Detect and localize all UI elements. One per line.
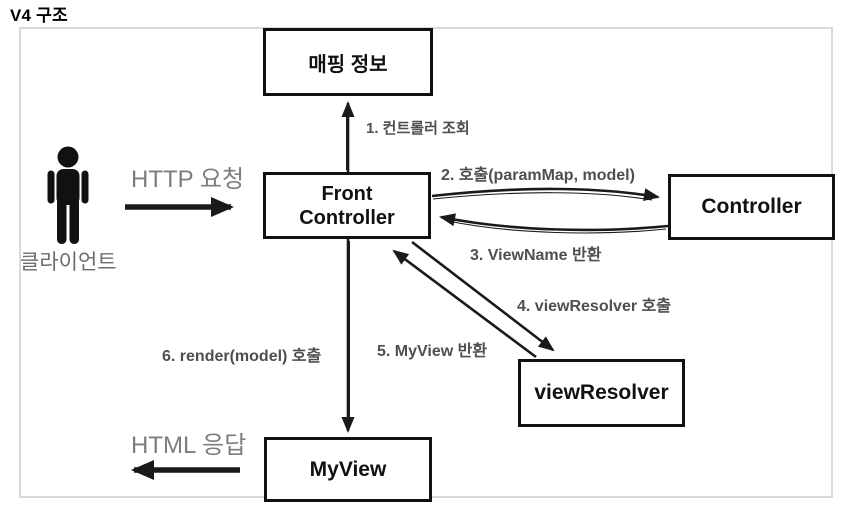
label-step3: 3. ViewName 반환 [470,247,602,264]
node-mapping-info-label: 매핑 정보 [308,53,388,76]
node-mapping-info: 매핑 정보 [263,28,433,96]
label-html-response: HTML 응답 [131,432,247,459]
arrow-step2-call [431,187,660,202]
node-controller-label: Controller [701,195,802,218]
node-view-resolver: viewResolver [518,359,685,427]
node-my-view: MyView [264,437,432,502]
label-step5: 5. MyView 반환 [377,343,488,360]
node-controller: Controller [668,174,835,240]
node-my-view-label: MyView [309,457,387,481]
arrow-step5-return [392,249,537,359]
label-step6: 6. render(model) 호출 [162,348,322,365]
label-client: 클라이언트 [20,251,117,274]
label-step1: 1. 컨트롤러 조회 [366,120,470,137]
label-http-request: HTTP 요청 [131,166,245,193]
label-step2: 2. 호출(paramMap, model) [441,167,635,184]
arrow-step4-call [411,240,555,352]
page-title: V4 구조 [10,6,68,25]
node-front-controller-label: Front Controller [299,182,395,229]
label-step4: 4. viewResolver 호출 [517,298,671,315]
arrow-step1-lookup [341,101,355,172]
node-front-controller: Front Controller [263,172,431,239]
client-icon [47,146,89,244]
arrow-step3-return [439,213,669,234]
arrow-step6-render [341,239,355,433]
node-view-resolver-label: viewResolver [534,381,669,404]
